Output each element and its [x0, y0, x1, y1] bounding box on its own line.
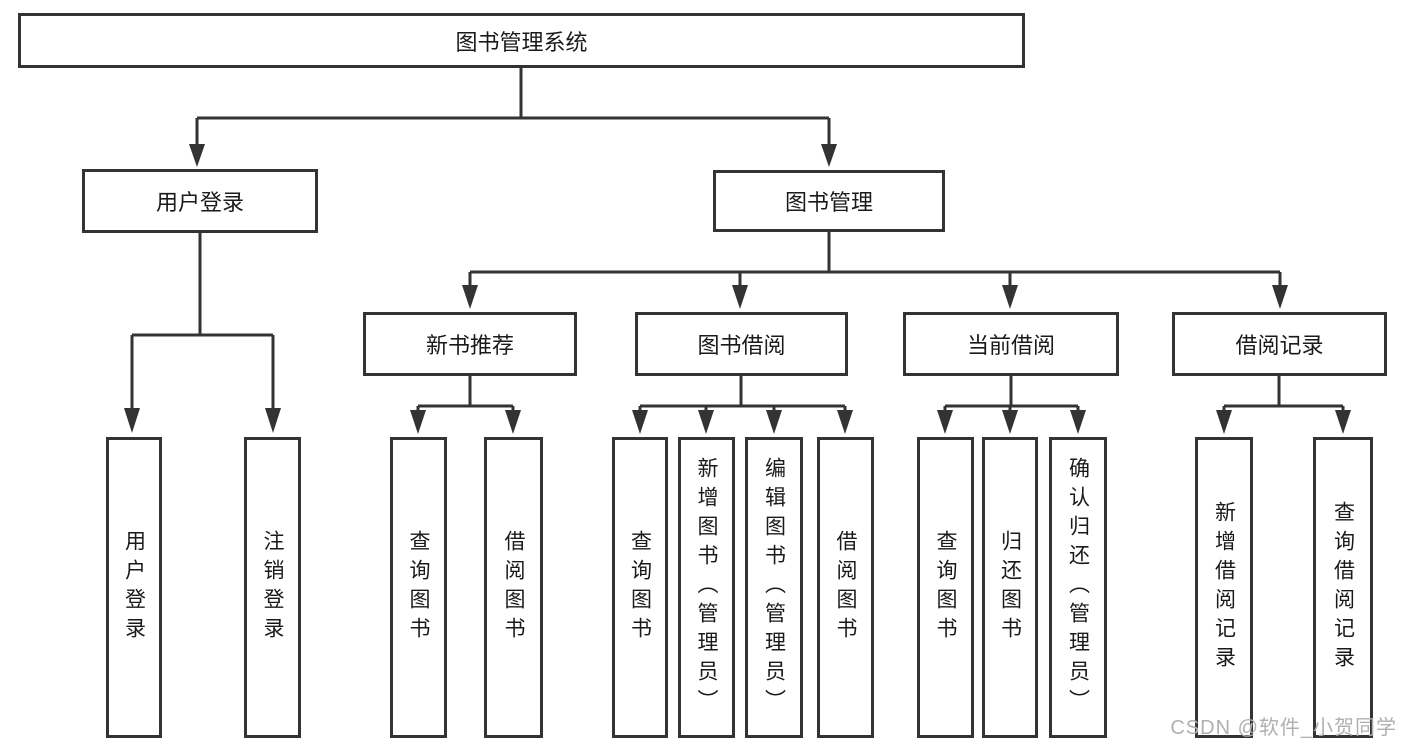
arrowhead-icons: [124, 144, 1351, 434]
leaf-label: 新增图书（管理员）: [695, 457, 718, 718]
leaf-label: 借阅图书: [834, 529, 857, 646]
node-label: 图书借阅: [697, 333, 786, 358]
leaf-label: 查询图书: [934, 529, 957, 646]
leaf-label: 编辑图书（管理员）: [762, 457, 786, 718]
node-current-borrow: 当前借阅: [903, 312, 1119, 376]
node-borrow-records: 借阅记录: [1172, 312, 1387, 376]
node-label: 用户登录: [155, 190, 244, 215]
leaf-label: 用户登录: [122, 529, 146, 646]
node-book-borrow: 图书借阅: [635, 312, 848, 376]
leaf-query-books-current: 查询图书: [917, 437, 974, 738]
leaf-label: 查询借阅记录: [1331, 500, 1355, 675]
leaf-add-borrow-record: 新增借阅记录: [1195, 437, 1253, 738]
leaf-borrow-books: 借阅图书: [817, 437, 874, 738]
leaf-borrow-books-recommend: 借阅图书: [484, 437, 543, 738]
leaf-add-books-admin: 新增图书（管理员）: [678, 437, 735, 738]
leaf-logout: 注销登录: [244, 437, 301, 738]
node-label: 新书推荐: [425, 333, 514, 358]
leaf-confirm-return-admin: 确认归还（管理员）: [1049, 437, 1107, 738]
root-node-label: 图书管理系统: [455, 29, 588, 55]
root-node-library-system: 图书管理系统: [18, 13, 1025, 68]
leaf-label: 借阅图书: [502, 529, 525, 646]
leaf-query-books-borrow: 查询图书: [612, 437, 668, 738]
leaf-label: 新增借阅记录: [1212, 500, 1236, 675]
node-label: 图书管理: [784, 190, 873, 215]
leaf-label: 注销登录: [261, 529, 284, 646]
node-new-book-recommend: 新书推荐: [363, 312, 577, 376]
node-label: 借阅记录: [1235, 333, 1324, 358]
leaf-label: 查询图书: [628, 529, 652, 646]
csdn-watermark: CSDN @软件_小贺同学: [1170, 717, 1397, 739]
leaf-return-books: 归还图书: [982, 437, 1038, 738]
leaf-label: 查询图书: [407, 529, 430, 646]
leaf-user-login: 用户登录: [106, 437, 162, 738]
leaf-edit-books-admin: 编辑图书（管理员）: [745, 437, 803, 738]
node-label: 当前借阅: [966, 333, 1055, 358]
leaf-label: 归还图书: [998, 529, 1022, 646]
leaf-query-books-recommend: 查询图书: [390, 437, 447, 738]
leaf-label: 确认归还（管理员）: [1066, 457, 1090, 718]
node-user-login: 用户登录: [82, 169, 318, 233]
node-book-management: 图书管理: [713, 170, 945, 232]
leaf-query-borrow-record: 查询借阅记录: [1313, 437, 1373, 738]
